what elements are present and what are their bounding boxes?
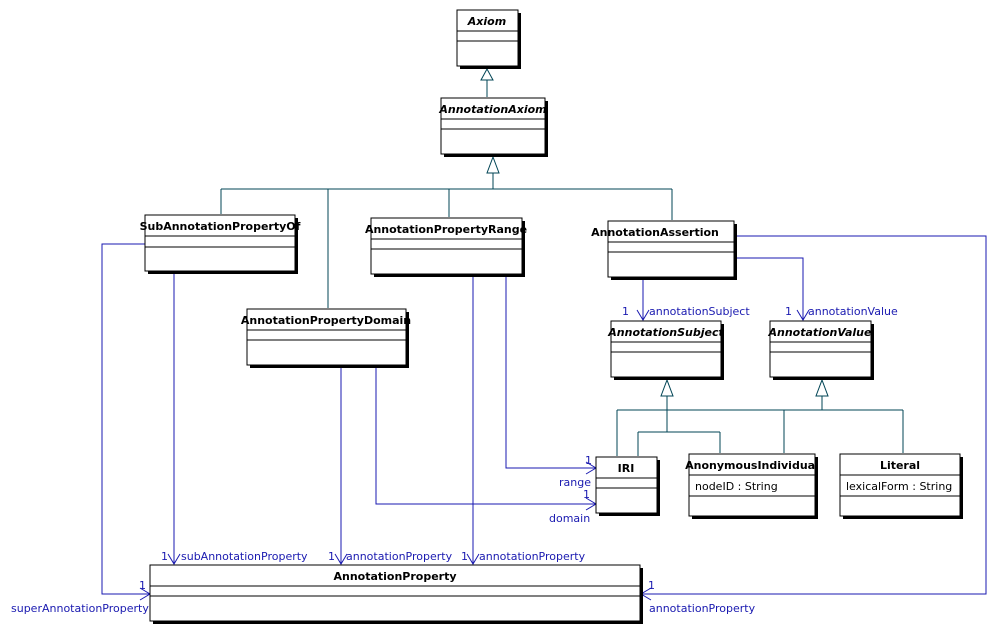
class-name-annotationproperty: AnnotationProperty <box>333 570 456 583</box>
class-name-anonymousindividual: AnonymousIndividual <box>685 459 819 472</box>
class-name-annotationsubject: AnnotationSubject <box>607 326 724 339</box>
multiplicity-assertion-annotationproperty: 1 <box>648 579 655 592</box>
class-annotationproperty: AnnotationProperty <box>149 564 643 624</box>
class-attribute-nodeid: nodeID : String <box>695 480 778 493</box>
class-iri: IRI <box>595 456 660 516</box>
class-annotationpropertyrange: AnnotationPropertyRange <box>365 217 527 277</box>
multiplicity-range-annotationproperty: 1 <box>461 550 468 563</box>
role-annotationvalue: annotationValue <box>808 305 898 318</box>
class-name-iri: IRI <box>618 462 635 475</box>
class-anonymousindividual: AnonymousIndividual nodeID : String <box>685 453 819 519</box>
role-domain-annotationproperty: annotationProperty <box>346 550 453 563</box>
class-name-literal: Literal <box>880 459 920 472</box>
class-name-annotationassertion: AnnotationAssertion <box>591 226 719 239</box>
multiplicity-subannotationproperty: 1 <box>161 550 168 563</box>
class-name-annotationvalue: AnnotationValue <box>768 326 873 339</box>
role-domain: domain <box>549 512 590 525</box>
role-subannotationproperty: subAnnotationProperty <box>181 550 308 563</box>
multiplicity-superannotationproperty: 1 <box>139 579 146 592</box>
assoc-annotationvalue-line <box>735 257 804 320</box>
class-annotationvalue: AnnotationValue <box>768 320 874 380</box>
class-name-subannotationpropertyof: SubAnnotationPropertyOf <box>140 220 301 233</box>
assoc-domain-line <box>375 366 596 505</box>
assoc-annotationvalue-arrow <box>796 309 810 321</box>
association-labels: 1 annotationSubject 1 annotationValue 1 … <box>11 305 898 615</box>
multiplicity-annotationsubject: 1 <box>622 305 629 318</box>
role-superannotationproperty: superAnnotationProperty <box>11 602 149 615</box>
role-assertion-annotationproperty: annotationProperty <box>649 602 756 615</box>
gen-triangle-axiom <box>480 67 494 81</box>
multiplicity-domain-annotationproperty: 1 <box>328 550 335 563</box>
class-literal: Literal lexicalForm : String <box>839 453 963 519</box>
class-name-annotationpropertyrange: AnnotationPropertyRange <box>365 223 527 236</box>
role-range: range <box>559 476 591 489</box>
assoc-superannotationproperty-line <box>101 243 150 595</box>
generalization-lines <box>220 67 904 456</box>
multiplicity-domain: 1 <box>583 488 590 501</box>
gen-triangle-annotationvalue <box>815 378 829 397</box>
class-attribute-lexicalform: lexicalForm : String <box>846 480 952 493</box>
class-name-axiom: Axiom <box>467 15 506 28</box>
class-subannotationpropertyof: SubAnnotationPropertyOf <box>140 214 301 274</box>
class-axiom: Axiom <box>456 9 521 69</box>
class-name-annotationaxiom: AnnotationAxiom <box>438 103 546 116</box>
class-annotationsubject: AnnotationSubject <box>607 320 724 380</box>
role-annotationsubject: annotationSubject <box>649 305 750 318</box>
class-annotationassertion: AnnotationAssertion <box>591 220 737 280</box>
gen-triangle-annotationsubject <box>660 378 674 397</box>
class-annotationaxiom: AnnotationAxiom <box>438 97 548 157</box>
assoc-subannotationproperty-arrow <box>167 553 181 565</box>
assoc-range-annotationproperty-arrow <box>466 553 480 565</box>
multiplicity-annotationvalue: 1 <box>785 305 792 318</box>
class-name-annotationpropertydomain: AnnotationPropertyDomain <box>241 314 411 327</box>
role-range-annotationproperty: annotationProperty <box>479 550 586 563</box>
assoc-annotationsubject-arrow <box>636 309 650 321</box>
class-annotationpropertydomain: AnnotationPropertyDomain <box>241 308 411 368</box>
association-lines <box>101 235 987 601</box>
multiplicity-range: 1 <box>585 454 592 467</box>
assoc-range-line <box>505 274 596 469</box>
assoc-assertion-annotationproperty-line <box>641 235 987 595</box>
assoc-domain-annotationproperty-arrow <box>334 553 348 565</box>
gen-triangle-annotationaxiom <box>486 155 500 174</box>
